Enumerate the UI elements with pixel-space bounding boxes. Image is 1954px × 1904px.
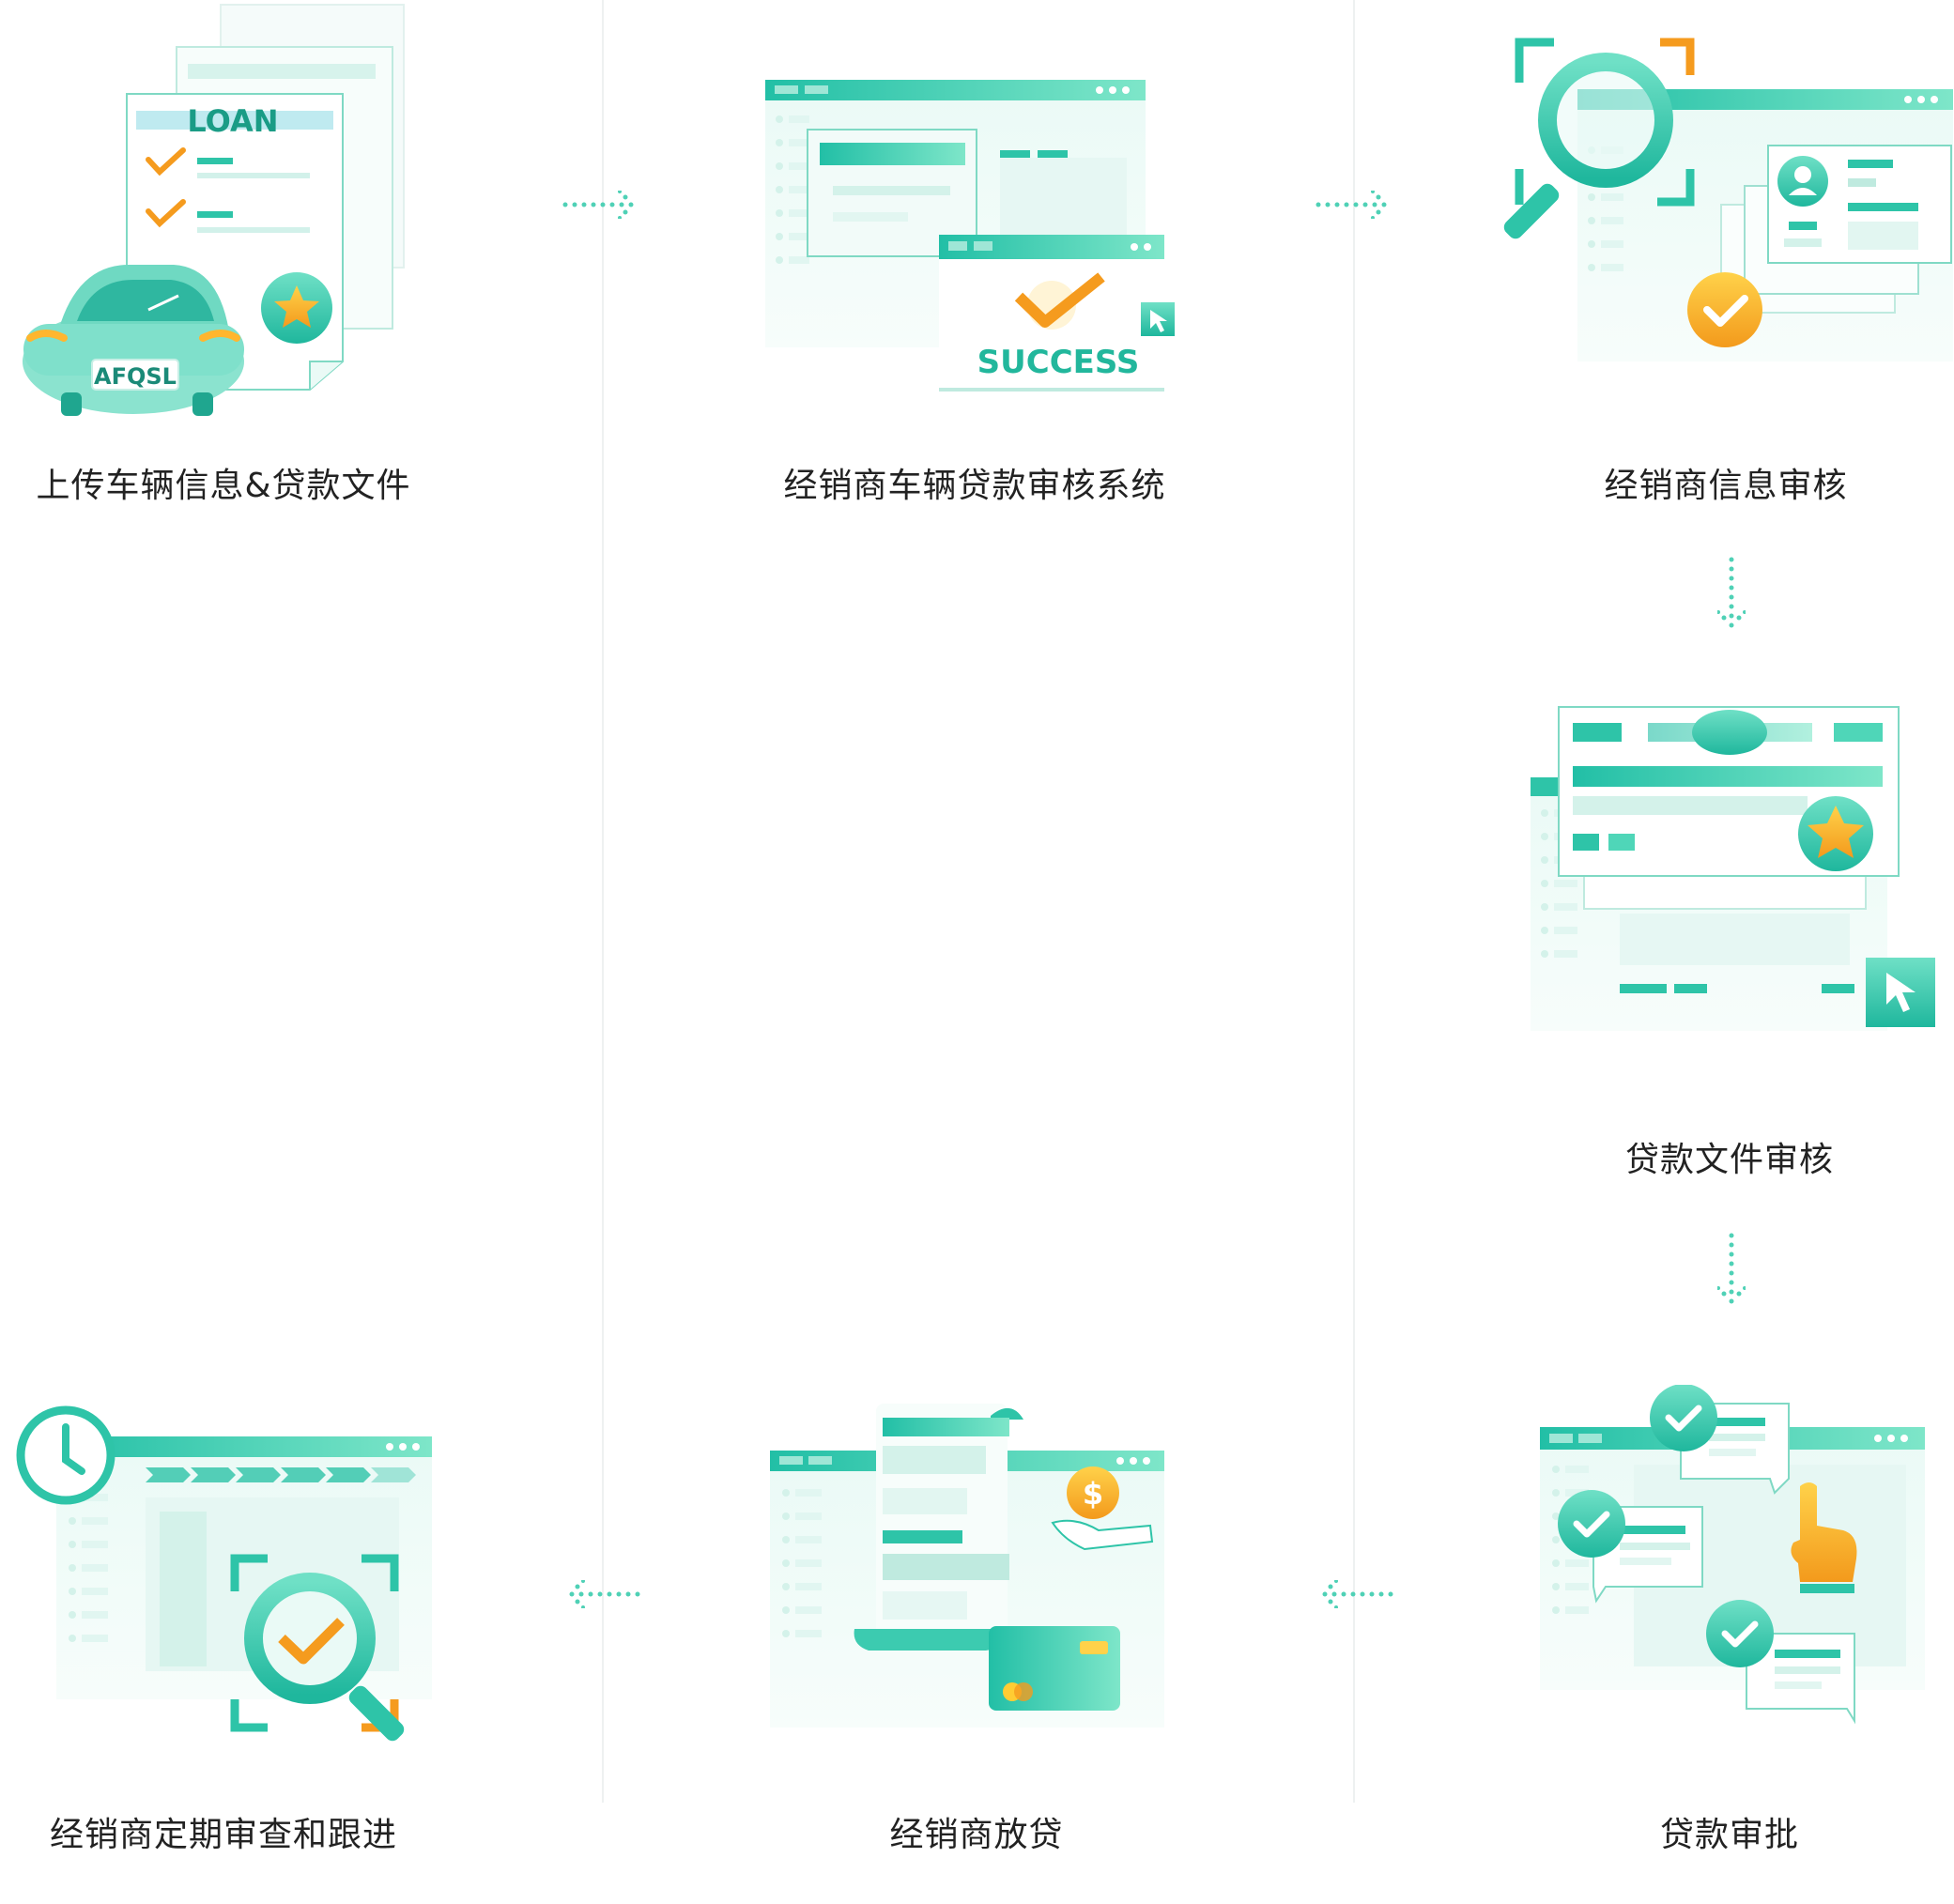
step-label: 经销商放贷 <box>889 1816 1064 1854</box>
magnifier-profile-check-illustration <box>1503 38 1953 361</box>
loan-disbursement-money-illustration: $ <box>770 1404 1164 1727</box>
periodic-review-clock-illustration <box>16 1405 432 1742</box>
step-label: 经销商定期审查和跟进 <box>49 1816 398 1854</box>
flow-arrow-left <box>569 1580 640 1608</box>
column-divider-1 <box>602 0 604 1803</box>
flow-arrow-down <box>1717 557 1746 628</box>
flow-arrow-left <box>1322 1580 1393 1608</box>
flow-arrow-right <box>562 191 634 219</box>
car-loan-documents-illustration: LOAN AFQSL <box>23 4 405 416</box>
step-label: 经销商信息审核 <box>1604 467 1848 505</box>
success-text: SUCCESS <box>977 344 1140 381</box>
doc-title: LOAN <box>187 103 278 139</box>
step-label: 贷款审批 <box>1659 1816 1800 1854</box>
step-label: 贷款文件审核 <box>1624 1141 1835 1179</box>
approval-chat-bubbles-illustration <box>1540 1385 1925 1725</box>
license-plate: AFQSL <box>94 363 177 390</box>
column-divider-2 <box>1353 0 1355 1803</box>
step-label: 经销商车辆贷款审核系统 <box>783 467 1166 505</box>
flow-arrow-right <box>1315 191 1387 219</box>
document-review-star-illustration <box>1531 706 1935 1031</box>
flow-arrow-down <box>1717 1233 1746 1304</box>
success-window-illustration: SUCCESS <box>765 80 1175 392</box>
svg-text:$: $ <box>1083 1476 1103 1512</box>
step-label: 上传车辆信息&贷款文件 <box>36 467 411 505</box>
